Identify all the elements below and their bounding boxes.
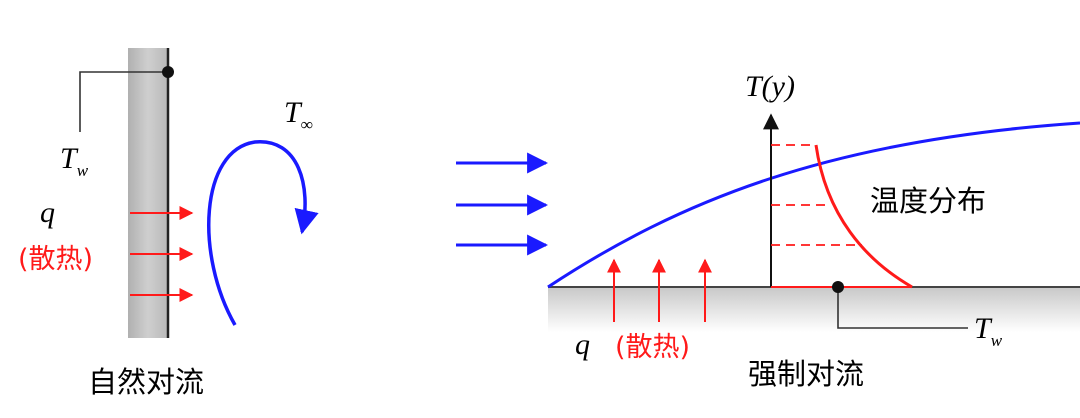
natural-convection-caption: 自然对流 <box>88 365 204 399</box>
buoyant-flow-arrow <box>207 140 319 326</box>
wall-point-marker <box>162 66 174 78</box>
y-axis-label: T(y) <box>745 70 795 103</box>
natural-convection-panel: Tw q (散热) T∞ 自然对流 <box>18 48 319 399</box>
wall-temperature-leader <box>79 71 168 132</box>
temperature-distribution-label: 温度分布 <box>870 184 986 218</box>
forced-convection-panel: T(y) 温度分布 q (散热) Tw 强制对流 <box>456 70 1080 391</box>
heat-flux-symbol: q <box>40 196 55 229</box>
wall-point-marker <box>832 281 844 293</box>
profile-label-background <box>862 178 1014 222</box>
heat-flux-symbol: q <box>575 328 590 361</box>
heat-dissipation-label: (散热) <box>18 244 93 275</box>
ambient-temperature-label: T∞ <box>284 96 313 134</box>
boundary-layer-edge <box>547 121 1080 289</box>
temperature-profile-curve <box>814 144 913 289</box>
wall-temperature-label: Tw <box>60 142 89 180</box>
wall-temperature-leader <box>837 287 968 329</box>
flat-plate <box>548 287 1080 332</box>
vertical-wall <box>128 48 168 338</box>
wall-temperature-label: Tw <box>974 312 1003 350</box>
forced-convection-caption: 强制对流 <box>748 357 864 391</box>
heat-dissipation-label: (散热) <box>615 332 690 363</box>
